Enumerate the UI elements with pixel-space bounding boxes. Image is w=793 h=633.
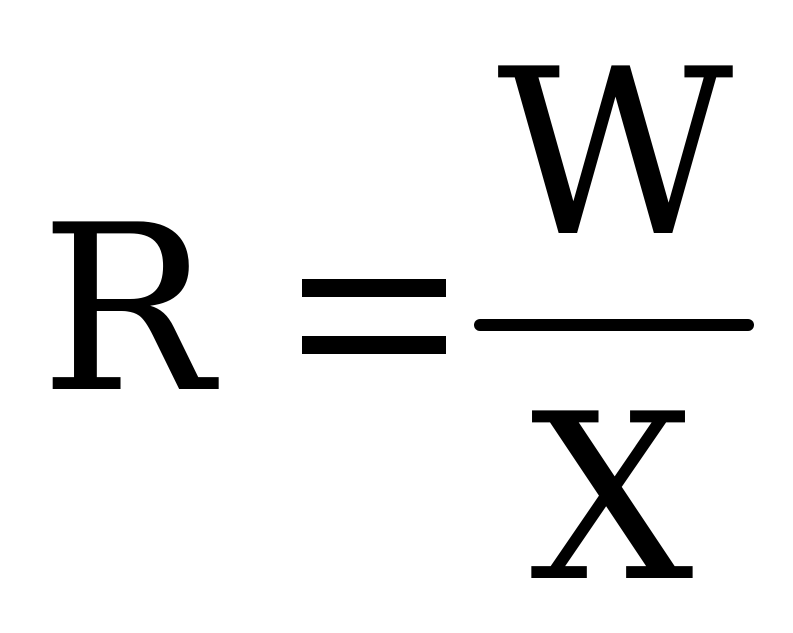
lhs-variable: R — [40, 177, 214, 444]
equals-sign-bottom-bar — [302, 336, 446, 354]
fraction-numerator: W — [497, 21, 734, 288]
equals-sign-top-bar — [302, 279, 446, 297]
fraction-bar — [474, 319, 754, 331]
fraction-denominator: X — [530, 366, 694, 633]
